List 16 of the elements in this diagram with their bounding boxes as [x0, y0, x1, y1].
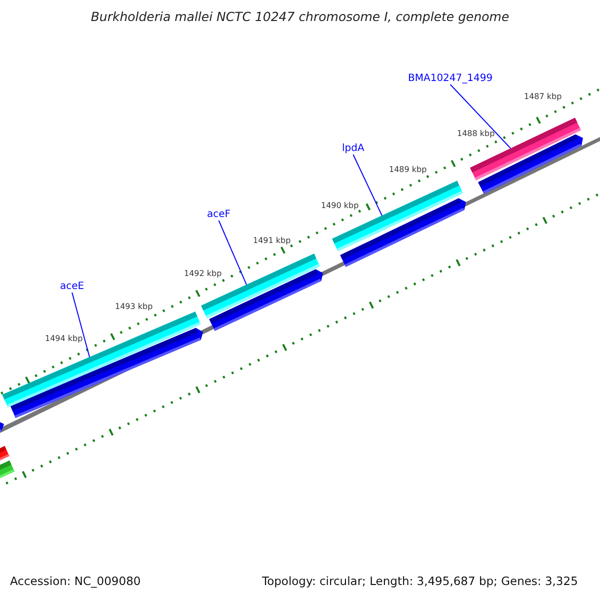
gene-label: BMA10247_1499: [408, 73, 493, 84]
info-text: Topology: circular; Length: 3,495,687 bp; Genes: 3,325: [262, 575, 578, 588]
info-text: Accession: NC_009080: [10, 575, 141, 588]
leader-line: [218, 220, 247, 286]
scale-label: 1490 kbp: [321, 201, 359, 210]
gene-label: aceF: [207, 209, 231, 220]
leader-line: [72, 292, 90, 358]
scale-label: 1488 kbp: [457, 129, 495, 138]
gene-label: aceE: [60, 281, 84, 292]
leader-line: [450, 84, 512, 149]
gene-bar: [2, 312, 201, 408]
gene-label: lpdA: [342, 143, 364, 154]
scale-label: 1494 kbp: [45, 334, 83, 344]
leader-line: [352, 154, 382, 216]
title: Burkholderia mallei NCTC 10247 chromosome I, complete genome: [90, 10, 510, 24]
scale-label: 1492 kbp: [184, 269, 222, 278]
